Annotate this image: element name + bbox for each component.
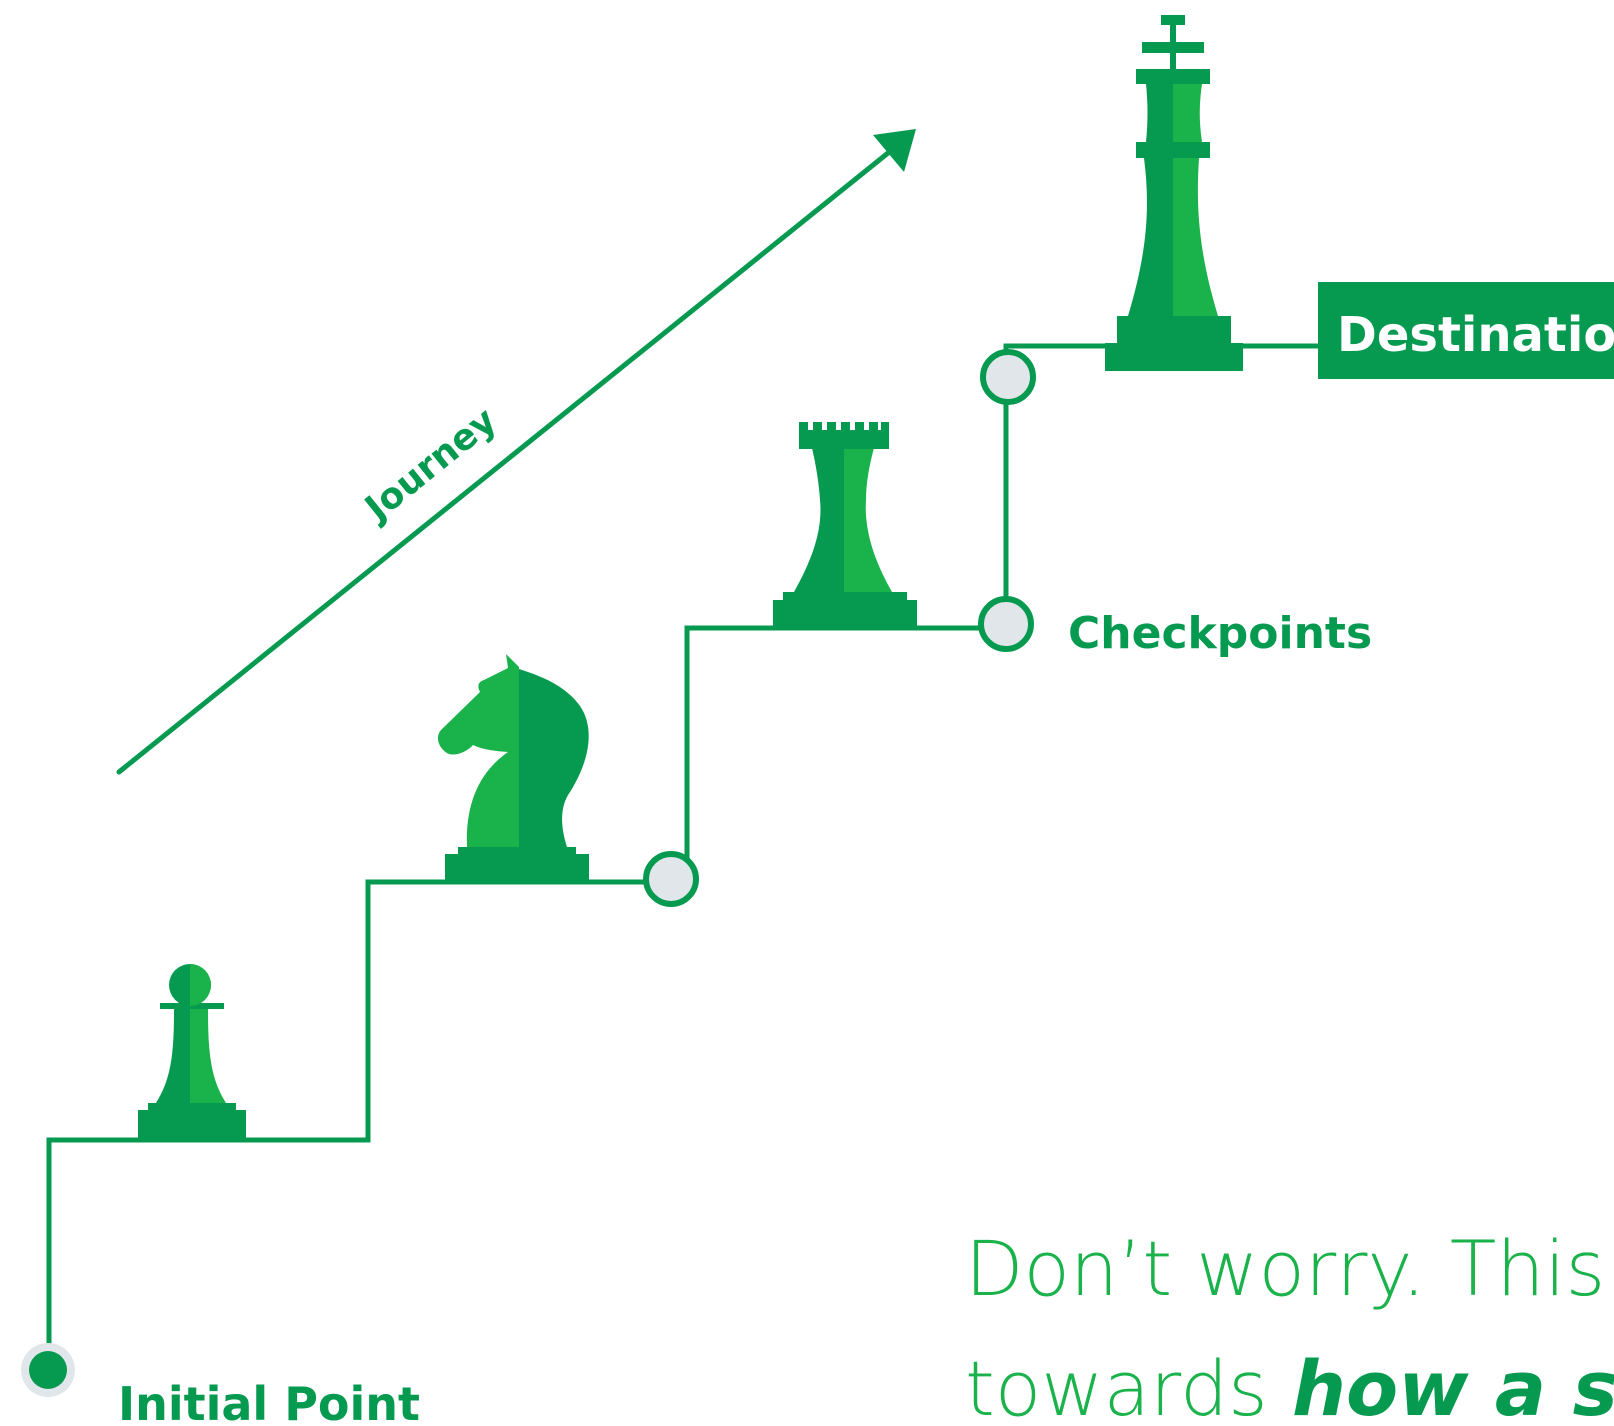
- initial-point-label: Initial Point: [118, 1377, 420, 1426]
- headline-line-2: towards how a su: [965, 1344, 1614, 1426]
- staircase-path: [46, 343, 1320, 1356]
- journey-arrow: [116, 129, 916, 775]
- knight-icon: [437, 654, 589, 882]
- checkpoints-label: Checkpoints: [1068, 608, 1372, 659]
- rook-icon: [773, 422, 917, 628]
- king-icon: [1105, 15, 1243, 371]
- destination-box: [1318, 282, 1614, 379]
- checkpoint-2: [978, 596, 1034, 652]
- pawn-icon: [138, 964, 246, 1138]
- checkpoint-3: [980, 349, 1036, 405]
- destination-label: Destination: [1337, 307, 1614, 363]
- headline-line-1: Don’t worry. This: [965, 1224, 1605, 1313]
- checkpoint-1: [643, 851, 699, 907]
- headline-line-2-emphasis: how a su: [1292, 1344, 1614, 1426]
- headline-line-2-plain: towards: [965, 1344, 1292, 1426]
- journey-label: Journey: [356, 400, 505, 531]
- initial-point-dot: [29, 1351, 67, 1389]
